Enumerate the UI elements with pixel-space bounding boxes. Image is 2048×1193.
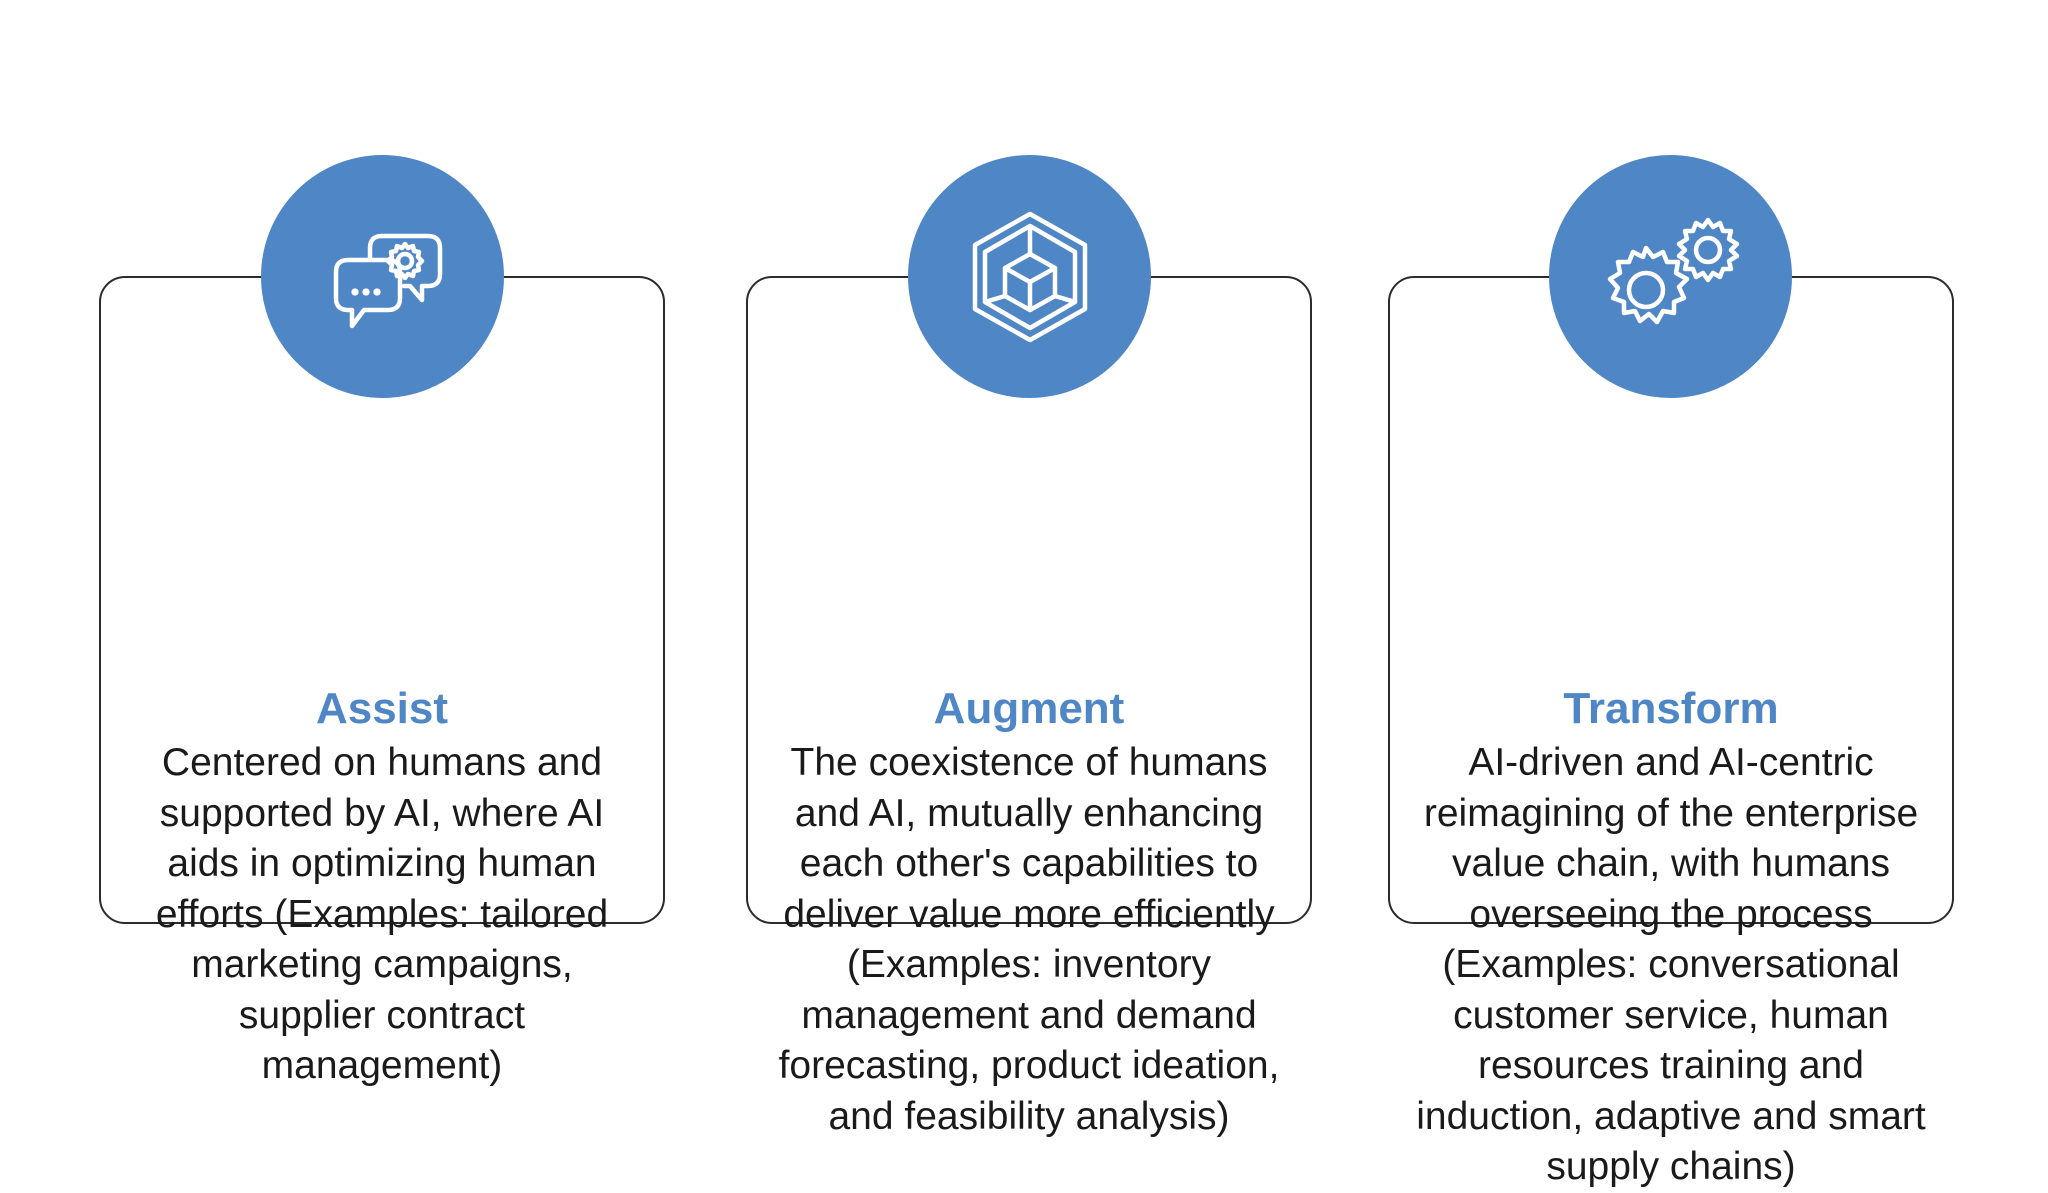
assist-badge [261,155,504,398]
chat-gear-icon [333,233,442,328]
assist-description: Centered on humans and supported by AI, … [155,741,609,1087]
augment-description: The coexistence of humans and AI, mutual… [778,741,1280,1138]
augment-title: Augment [933,684,1125,733]
assist-title: Assist [315,684,449,733]
transform-badge [1549,155,1792,398]
cube-hexagon-icon [972,211,1087,342]
gears-icon [1607,217,1739,324]
transform-title: Transform [1563,684,1779,733]
augment-badge [908,155,1151,398]
transform-description: AI-driven and AI-centric reimagining of … [1416,741,1926,1188]
